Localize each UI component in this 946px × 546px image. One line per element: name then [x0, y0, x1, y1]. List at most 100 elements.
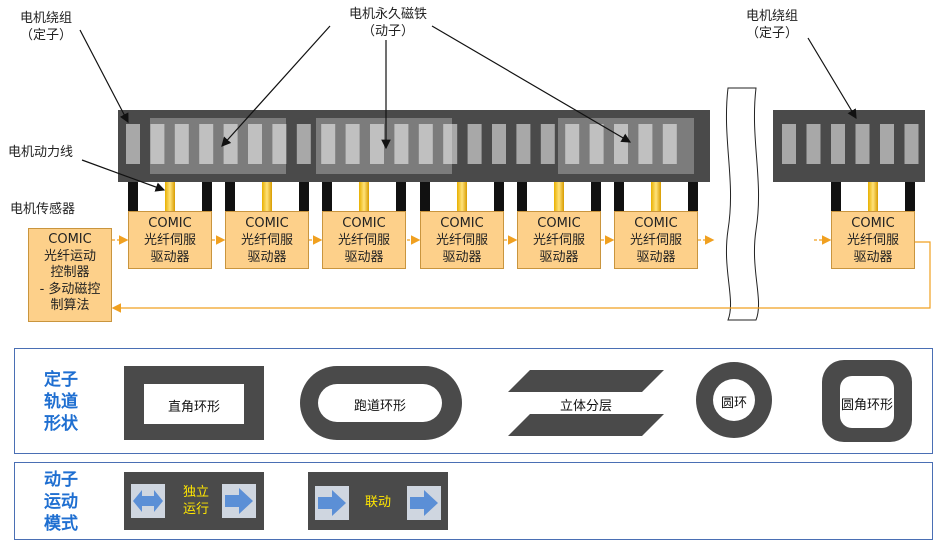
coil	[880, 124, 894, 164]
driver-text: 驱动器	[853, 250, 893, 265]
power-cable	[554, 182, 564, 211]
driver-text: COMIC	[148, 216, 192, 231]
mover-3	[558, 118, 694, 174]
power-cable	[651, 182, 661, 211]
coil	[492, 124, 506, 164]
power-cable	[359, 182, 369, 211]
mover-panel-title: 动子运动模式	[44, 470, 78, 534]
coil	[638, 124, 653, 164]
label-magnet: 电机永久磁铁（动子）	[348, 7, 427, 39]
driver-text: 光纤伺服	[532, 233, 585, 248]
sensor-cable	[905, 182, 915, 211]
right-arrow-icon	[318, 490, 346, 516]
stator-coils-left	[126, 124, 677, 164]
servo-driver-6: COMIC 光纤伺服驱动器	[614, 211, 698, 269]
shape-label-layered: 立体分层	[559, 399, 612, 414]
power-cable	[868, 182, 878, 211]
shape-label-circle-ring: 圆环	[720, 396, 747, 411]
break-gap	[725, 87, 760, 321]
power-cables	[128, 182, 915, 211]
coil	[296, 124, 311, 164]
coil	[394, 124, 409, 164]
driver-text: 光纤伺服	[240, 233, 293, 248]
callout-magnet-3	[431, 25, 632, 143]
callout-power-line	[81, 159, 166, 192]
coil	[345, 124, 360, 164]
label-sensor: 电机传感器	[10, 202, 76, 217]
power-cable	[457, 182, 467, 211]
servo-driver-2: COMIC 光纤伺服驱动器	[225, 211, 309, 269]
driver-text: 驱动器	[636, 250, 676, 265]
coil	[174, 124, 189, 164]
stator-bar-left	[118, 110, 710, 182]
label-power-line: 电机动力线	[8, 145, 74, 160]
callout-winding-left	[79, 29, 129, 124]
sensor-cable	[831, 182, 841, 211]
coil	[589, 124, 604, 164]
driver-text: 驱动器	[150, 250, 190, 265]
coil	[272, 124, 287, 164]
coil	[150, 124, 165, 164]
sensor-cable	[494, 182, 504, 211]
coil	[782, 124, 796, 164]
driver-text: 驱动器	[344, 250, 384, 265]
driver-text: 光纤伺服	[846, 233, 899, 248]
stator-panel-title: 定子轨道形状	[44, 370, 78, 434]
driver-text: COMIC	[440, 216, 484, 231]
stator-shape-panel: 定子轨道形状	[14, 348, 933, 454]
driver-text: 驱动器	[247, 250, 287, 265]
coil	[370, 124, 384, 164]
shape-label-rounded-ring: 圆角环形	[840, 398, 893, 413]
sensor-cable	[517, 182, 527, 211]
power-cable	[165, 182, 175, 211]
coil	[831, 124, 845, 164]
mover-mode-panel: 动子运动模式	[14, 462, 933, 540]
coil	[248, 124, 262, 164]
coil	[418, 124, 433, 164]
sensor-cable	[299, 182, 309, 211]
mode-label-independent: 独立 运行	[182, 485, 209, 517]
coil	[904, 124, 919, 164]
coil	[126, 124, 140, 164]
sensor-cable	[322, 182, 332, 211]
callout-winding-right	[807, 37, 857, 120]
driver-text: COMIC	[851, 216, 895, 231]
mover-2	[316, 118, 452, 174]
driver-text: COMIC	[342, 216, 386, 231]
power-cable	[262, 182, 272, 211]
sensor-cable	[396, 182, 406, 211]
servo-driver-5: COMIC 光纤伺服驱动器	[517, 211, 601, 269]
shape-label-racetrack: 跑道环形	[353, 399, 406, 414]
sensor-cable	[225, 182, 235, 211]
driver-text: COMIC	[537, 216, 581, 231]
sensor-cable	[591, 182, 601, 211]
driver-text: 光纤伺服	[435, 233, 488, 248]
shape-layered-bottom	[508, 414, 664, 436]
driver-text: 驱动器	[539, 250, 579, 265]
driver-text: 光纤伺服	[337, 233, 390, 248]
sensor-cable	[128, 182, 138, 211]
coil	[321, 124, 336, 164]
motion-controller: COMIC 光纤运动 控制器 - 多动磁控 制算法	[28, 228, 112, 322]
mover-1	[150, 118, 286, 174]
right-arrow-icon	[225, 488, 253, 514]
driver-text: 光纤伺服	[629, 233, 682, 248]
label-winding-right: 电机绕组（定子）	[745, 9, 798, 41]
right-arrow-icon	[410, 490, 438, 516]
sensor-cable	[614, 182, 624, 211]
driver-text: COMIC	[634, 216, 678, 231]
coil	[516, 124, 531, 164]
label-winding-left: 电机绕组（定子）	[19, 11, 72, 43]
stator-coils-right	[782, 124, 919, 164]
coil	[467, 124, 482, 164]
coil	[662, 124, 677, 164]
driver-text: 驱动器	[442, 250, 482, 265]
driver-text: COMIC	[245, 216, 289, 231]
servo-driver-3: COMIC 光纤伺服驱动器	[322, 211, 406, 269]
mode-arrows	[131, 484, 441, 520]
coil	[565, 124, 580, 164]
servo-driver-7: COMIC 光纤伺服驱动器	[831, 211, 915, 269]
feedback-line	[111, 241, 931, 313]
coil	[199, 124, 214, 164]
